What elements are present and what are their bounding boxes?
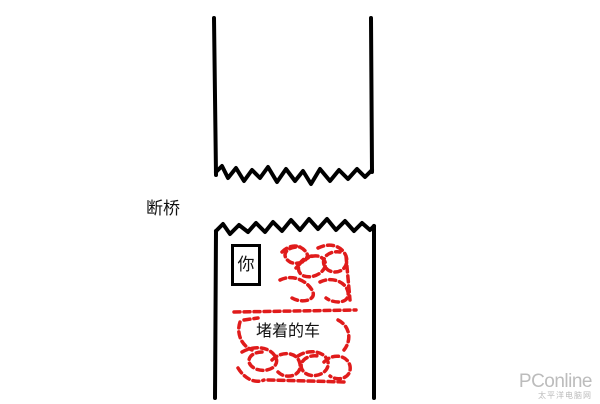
watermark: PConline 太平洋电脑网 [518,371,593,400]
blocking-cars-label: 堵着的车 [256,321,321,340]
car-scribble-lower [236,316,352,384]
broken-bridge-label: 断桥 [146,199,180,219]
upper-bridge-broken-edge [214,164,374,186]
blocking-cars-scribble [232,243,358,384]
car-scribble-divider [232,308,358,314]
car-scribble-upper [278,243,352,304]
lower-bridge-left-edge [213,229,218,400]
lower-bridge-section [213,217,376,400]
you-box: 你 [231,244,261,286]
watermark-subtitle: 太平洋电脑网 [538,391,592,400]
upper-bridge-section [212,16,374,186]
you-label: 你 [237,254,255,275]
upper-bridge-right-edge [369,16,374,174]
watermark-brand: PConline [518,371,593,392]
upper-bridge-left-edge [212,16,218,177]
lower-bridge-broken-edge [214,217,376,236]
